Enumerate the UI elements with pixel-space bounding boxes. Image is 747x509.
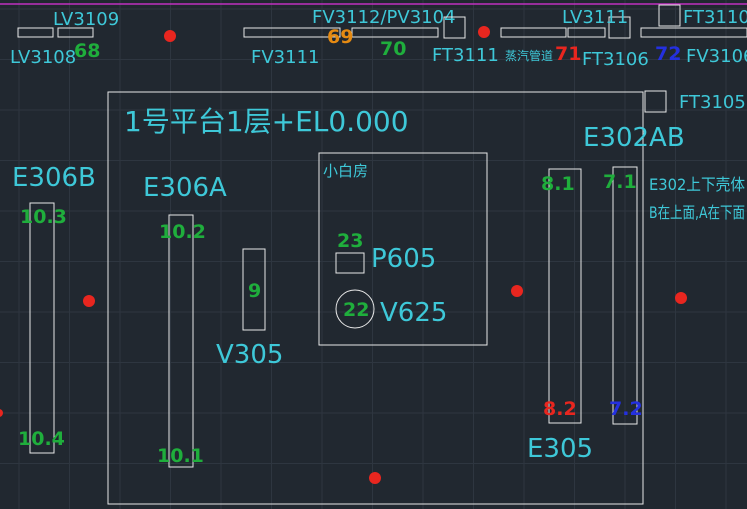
e302ab-label: E302AB	[583, 123, 685, 153]
ft3106-label: FT3106	[582, 49, 649, 70]
red-dot-marker	[0, 409, 3, 417]
e302-note-line1: E302上下壳体	[649, 175, 745, 194]
v625-reading: 22	[343, 299, 369, 321]
v625-label: V625	[380, 298, 447, 328]
red-dot-marker	[83, 295, 95, 307]
lv3109-label: LV3109	[53, 9, 119, 30]
ft3111-label: FT3111	[432, 45, 499, 66]
e306b-label: E306B	[12, 163, 96, 193]
e306a-bottom-reading: 10.1	[157, 445, 204, 467]
ft3105-label: FT3105	[679, 92, 746, 113]
v305-reading: 9	[248, 280, 261, 302]
steam-pipe-note: 蒸汽管道	[505, 48, 553, 63]
e302-left-vessel[interactable]	[548, 168, 582, 424]
e302-left-top-reading: 8.1	[541, 173, 575, 195]
e302-note-line2: B在上面,A在下面	[649, 203, 745, 222]
e306a-vessel[interactable]	[168, 214, 194, 468]
red-dot-marker	[511, 285, 523, 297]
e306b-top-reading: 10.3	[20, 206, 67, 228]
lv3108-label: LV3108	[10, 47, 76, 68]
ft3110-box[interactable]	[658, 4, 681, 27]
fv3106-label: FV3106	[686, 46, 747, 67]
e302-right-top-reading: 7.1	[603, 171, 637, 193]
ft3110-label: FT3110	[683, 7, 747, 28]
lv3108-box[interactable]	[17, 27, 54, 38]
marker-72: 72	[655, 43, 681, 65]
fv3112-pv3104-label: FV3112/PV3104	[312, 7, 456, 28]
platform-outline	[107, 91, 644, 505]
ft3105-box[interactable]	[644, 90, 667, 113]
marker-68: 68	[74, 40, 100, 62]
v305-label: V305	[216, 340, 283, 370]
fv3112-box[interactable]	[351, 27, 439, 38]
marker-71: 71	[555, 43, 581, 65]
platform-title: 1号平台1层+EL0.000	[124, 105, 409, 138]
top-instrument-row: LV3109 LV3108 68 FV3112/PV3104 69 FV3111…	[10, 4, 747, 113]
e306b-bottom-reading: 10.4	[18, 428, 65, 450]
p605-reading: 23	[337, 230, 363, 252]
ft3111-box[interactable]	[443, 16, 466, 39]
e302-right-bottom-reading: 7.2	[609, 398, 643, 420]
p605-pump[interactable]	[335, 252, 365, 274]
e306a-top-reading: 10.2	[159, 221, 206, 243]
p605-label: P605	[371, 244, 436, 274]
v625-vessel[interactable]	[335, 289, 375, 329]
fv3111-label: FV3111	[251, 47, 319, 68]
lv3111-box[interactable]	[567, 27, 606, 38]
e305-label: E305	[527, 434, 593, 464]
fv3111-box[interactable]	[243, 27, 341, 38]
v305-vessel[interactable]	[242, 248, 266, 331]
e302-left-bottom-reading: 8.2	[543, 398, 577, 420]
small-room-outline	[318, 152, 488, 346]
fv3106-box[interactable]	[640, 27, 747, 38]
e306b-vessel[interactable]	[29, 202, 55, 454]
small-room-title: 小白房	[323, 162, 368, 180]
steam-pipe-box[interactable]	[500, 27, 567, 38]
ft3106-box[interactable]	[608, 16, 631, 39]
e302-right-vessel[interactable]	[612, 166, 638, 425]
red-dot-marker	[164, 30, 176, 42]
marker-69: 69	[327, 26, 353, 48]
e306a-label: E306A	[143, 173, 227, 203]
red-dot-marker	[675, 292, 687, 304]
marker-70: 70	[380, 38, 406, 60]
lv3111-label: LV3111	[562, 7, 628, 28]
lv3109-box[interactable]	[57, 27, 94, 38]
red-dot-marker	[478, 26, 490, 38]
red-dot-marker	[369, 472, 381, 484]
